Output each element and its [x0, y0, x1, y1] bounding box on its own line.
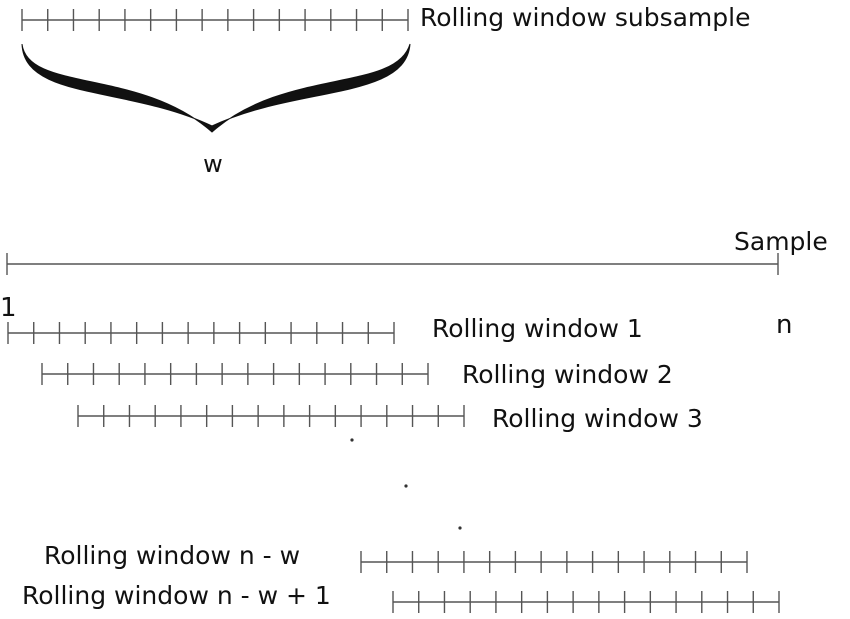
rolling-window-2-label: Rolling window 2 — [462, 360, 673, 389]
window-width-label: w — [203, 150, 223, 178]
rolling-window-3-ticks — [77, 405, 465, 427]
subsample-label: Rolling window subsample — [420, 3, 750, 32]
rolling-window-3: Rolling window 3 — [77, 404, 703, 433]
rolling-window-2-ticks — [41, 363, 429, 385]
rolling-window-2: Rolling window 2 — [41, 360, 673, 389]
ellipsis-dot-3 — [458, 526, 462, 530]
sample-end-label: n — [776, 310, 792, 340]
sample-group: Sample 1 n — [0, 227, 828, 340]
rolling-window-1: Rolling window 1 — [7, 314, 643, 344]
rolling-window-n-minus-w: Rolling window n - w — [44, 541, 748, 573]
rolling-window-1-ticks — [7, 322, 395, 344]
ellipsis-dot-1 — [350, 438, 354, 442]
rolling-window-n-minus-w-plus-1: Rolling window n - w + 1 — [22, 581, 780, 613]
sample-label: Sample — [734, 227, 828, 256]
windows-group: Rolling window 1 Rolling window 2 Rollin… — [7, 314, 780, 613]
sample-start-label: 1 — [0, 293, 17, 323]
ellipsis-dot-2 — [404, 484, 408, 488]
rolling-window-n-minus-w-ticks — [360, 551, 748, 573]
subsample-group: Rolling window subsample w — [21, 3, 750, 178]
subsample-ticks — [21, 9, 409, 31]
rolling-window-1-label: Rolling window 1 — [432, 314, 643, 343]
rolling-window-n-minus-w-label: Rolling window n - w — [44, 541, 300, 570]
brace-icon — [21, 43, 411, 133]
rolling-window-n-minus-w-plus-1-label: Rolling window n - w + 1 — [22, 581, 331, 610]
rolling-window-3-label: Rolling window 3 — [492, 404, 703, 433]
rolling-window-n-minus-w-plus-1-ticks — [392, 591, 780, 613]
